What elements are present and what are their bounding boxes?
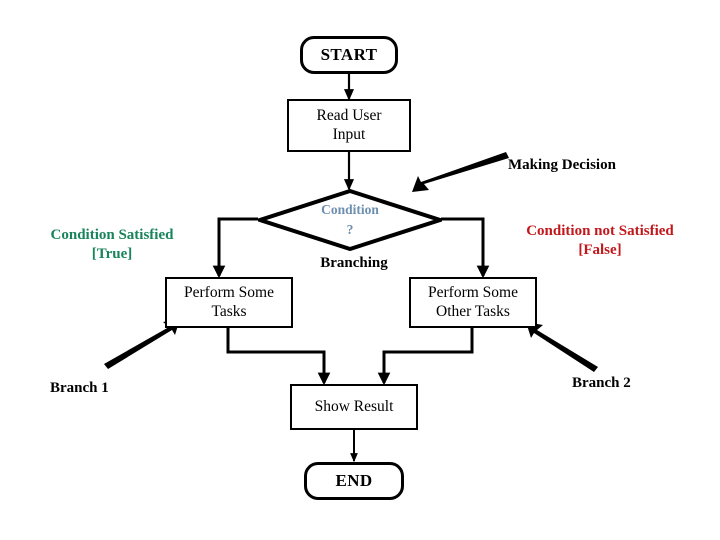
annotation-condition-true: Condition Satisfied [True] bbox=[50, 227, 174, 262]
decision-diamond-shape bbox=[253, 188, 447, 252]
node-condition-label-line2: ? bbox=[346, 222, 354, 237]
node-condition-label-line1: Condition bbox=[321, 202, 379, 218]
annotation-branch-1: Branch 1 bbox=[50, 380, 109, 396]
node-show-result[interactable]: Show Result bbox=[290, 384, 418, 430]
annotation-making-decision: Making Decision bbox=[508, 157, 616, 173]
annotation-branch-2: Branch 2 bbox=[572, 375, 631, 391]
node-perform-some-tasks-label: Perform Some Tasks bbox=[184, 284, 274, 320]
edge-condition-to-tasks bbox=[212, 217, 258, 279]
annotation-condition-false: Condition not Satisfied [False] bbox=[526, 223, 674, 258]
node-start-label: START bbox=[320, 44, 378, 64]
node-read-user-input[interactable]: Read User Input bbox=[287, 99, 411, 152]
edge-tasks-to-show bbox=[226, 328, 331, 386]
node-show-result-label: Show Result bbox=[314, 397, 394, 415]
node-end[interactable]: END bbox=[304, 462, 404, 500]
edge-other-tasks-to-show bbox=[377, 328, 474, 386]
node-perform-some-other-tasks-label: Perform Some Other Tasks bbox=[428, 284, 518, 320]
node-read-user-input-label: Read User Input bbox=[316, 107, 382, 143]
pointer-branch-2 bbox=[526, 322, 598, 372]
node-condition-decision[interactable]: Condition ? bbox=[253, 188, 447, 252]
node-start[interactable]: START bbox=[300, 36, 398, 74]
pointer-making-decision bbox=[412, 152, 509, 192]
node-perform-some-tasks[interactable]: Perform Some Tasks bbox=[165, 277, 293, 328]
node-condition-label-group: Condition ? bbox=[258, 189, 442, 251]
node-perform-some-other-tasks[interactable]: Perform Some Other Tasks bbox=[409, 277, 537, 328]
edge-condition-to-other-tasks bbox=[441, 217, 490, 279]
annotation-branching: Branching bbox=[320, 255, 388, 271]
node-end-label: END bbox=[335, 470, 373, 490]
